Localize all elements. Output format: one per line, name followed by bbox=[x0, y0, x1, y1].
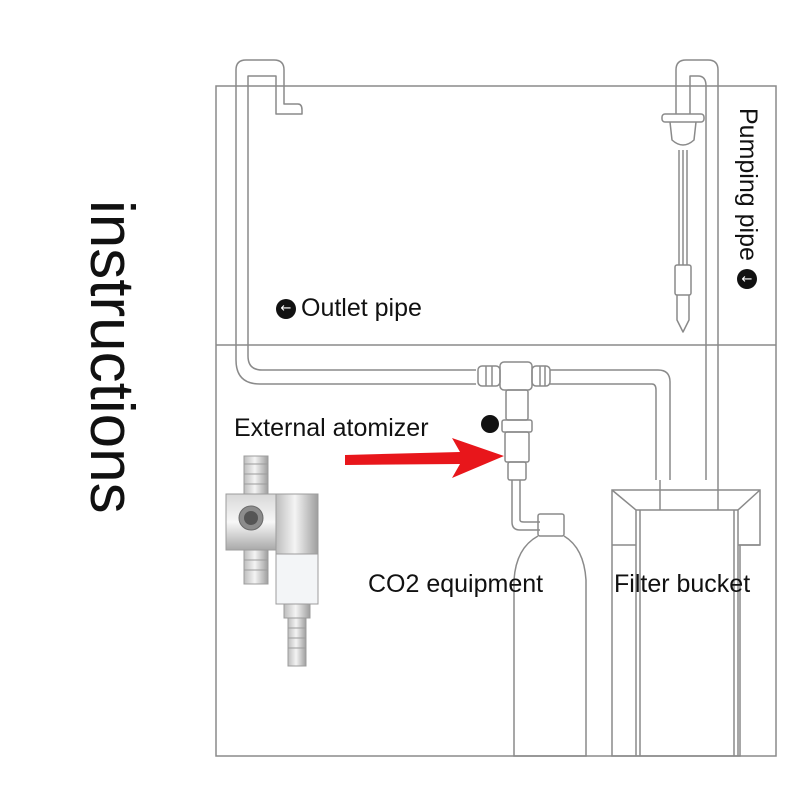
outlet-pipe-label-text: Outlet pipe bbox=[301, 294, 422, 322]
arrow-left-circle-icon: ← bbox=[737, 268, 758, 289]
filter-bucket-label: Filter bucket bbox=[614, 570, 751, 598]
pumping-pipe-label: Pumping pipe ← bbox=[733, 108, 762, 289]
tank-outline bbox=[215, 85, 777, 757]
pumping-pipe bbox=[661, 59, 719, 480]
co2-bottle bbox=[513, 513, 587, 757]
atomizer-marker-dot bbox=[481, 415, 499, 433]
atomizer-product-photo bbox=[225, 455, 319, 667]
filter-bucket bbox=[611, 480, 761, 757]
t-connector bbox=[477, 361, 671, 531]
co2-equipment-label: CO2 equipment bbox=[368, 570, 544, 598]
aquarium-tank bbox=[215, 85, 777, 757]
instructions-title: instructions bbox=[77, 200, 146, 514]
red-arrow bbox=[345, 438, 504, 478]
outlet-pipe-label: ← Outlet pipe bbox=[276, 294, 422, 323]
arrow-left-circle-icon: ← bbox=[276, 298, 296, 319]
outlet-pipe bbox=[235, 59, 476, 385]
pumping-pipe-label-text: Pumping pipe bbox=[734, 108, 762, 261]
external-atomizer-label: External atomizer bbox=[234, 414, 429, 442]
